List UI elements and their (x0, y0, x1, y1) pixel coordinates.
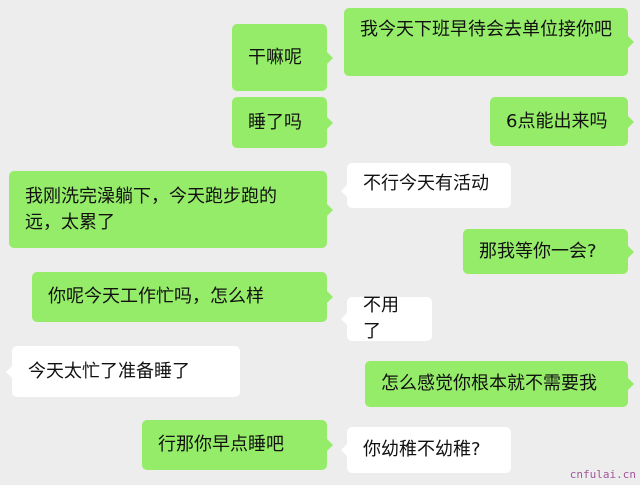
message-bubble-sent[interactable]: 我刚洗完澡躺下，今天跑步跑的远，太累了 (9, 171, 333, 248)
left-chat-panel: 干嘛呢 睡了吗 我刚洗完澡躺下，今天跑步跑的远，太累了 你呢今天工作忙吗，怎么样… (6, 24, 333, 470)
message-text: 睡了吗 (248, 111, 302, 133)
message-bubble-received[interactable]: 不用了 (341, 295, 432, 342)
message-bubble-received[interactable]: 你幼稚不幼稚? (341, 427, 511, 473)
message-bubble-sent[interactable]: 我今天下班早待会去单位接你吧 (344, 8, 634, 76)
message-text: 我刚洗完澡躺下，今天跑步跑的远，太累了 (25, 185, 277, 233)
message-bubble-sent[interactable]: 你呢今天工作忙吗，怎么样 (32, 272, 333, 322)
message-text: 你呢今天工作忙吗，怎么样 (48, 286, 264, 307)
message-text: 6点能出来吗 (506, 110, 608, 132)
message-bubble-sent[interactable]: 6点能出来吗 (490, 97, 634, 146)
right-chat-panel: 我今天下班早待会去单位接你吧 6点能出来吗 不行今天有活动 那我等你一会? 不用… (336, 0, 640, 485)
message-text: 干嘛呢 (248, 46, 302, 68)
message-bubble-sent[interactable]: 怎么感觉你根本就不需要我 (365, 361, 634, 407)
message-bubble-received[interactable]: 不行今天有活动 (341, 163, 511, 208)
message-text: 那我等你一会? (479, 240, 597, 262)
message-text: 你幼稚不幼稚? (363, 439, 481, 460)
message-text: 怎么感觉你根本就不需要我 (381, 373, 597, 394)
message-bubble-received[interactable]: 今天太忙了准备睡了 (6, 346, 240, 397)
message-text: 我今天下班早待会去单位接你吧 (360, 19, 612, 40)
watermark: cnfulai.cn (569, 468, 636, 481)
message-bubble-sent[interactable]: 那我等你一会? (463, 229, 634, 274)
message-text: 不用了 (363, 295, 399, 342)
message-text: 今天太忙了准备睡了 (28, 360, 190, 382)
message-text: 不行今天有活动 (363, 173, 489, 194)
message-bubble-sent[interactable]: 行那你早点睡吧 (142, 420, 333, 470)
message-text: 行那你早点睡吧 (158, 434, 284, 455)
message-bubble-sent[interactable]: 睡了吗 (232, 97, 333, 148)
message-bubble-sent[interactable]: 干嘛呢 (232, 24, 333, 91)
